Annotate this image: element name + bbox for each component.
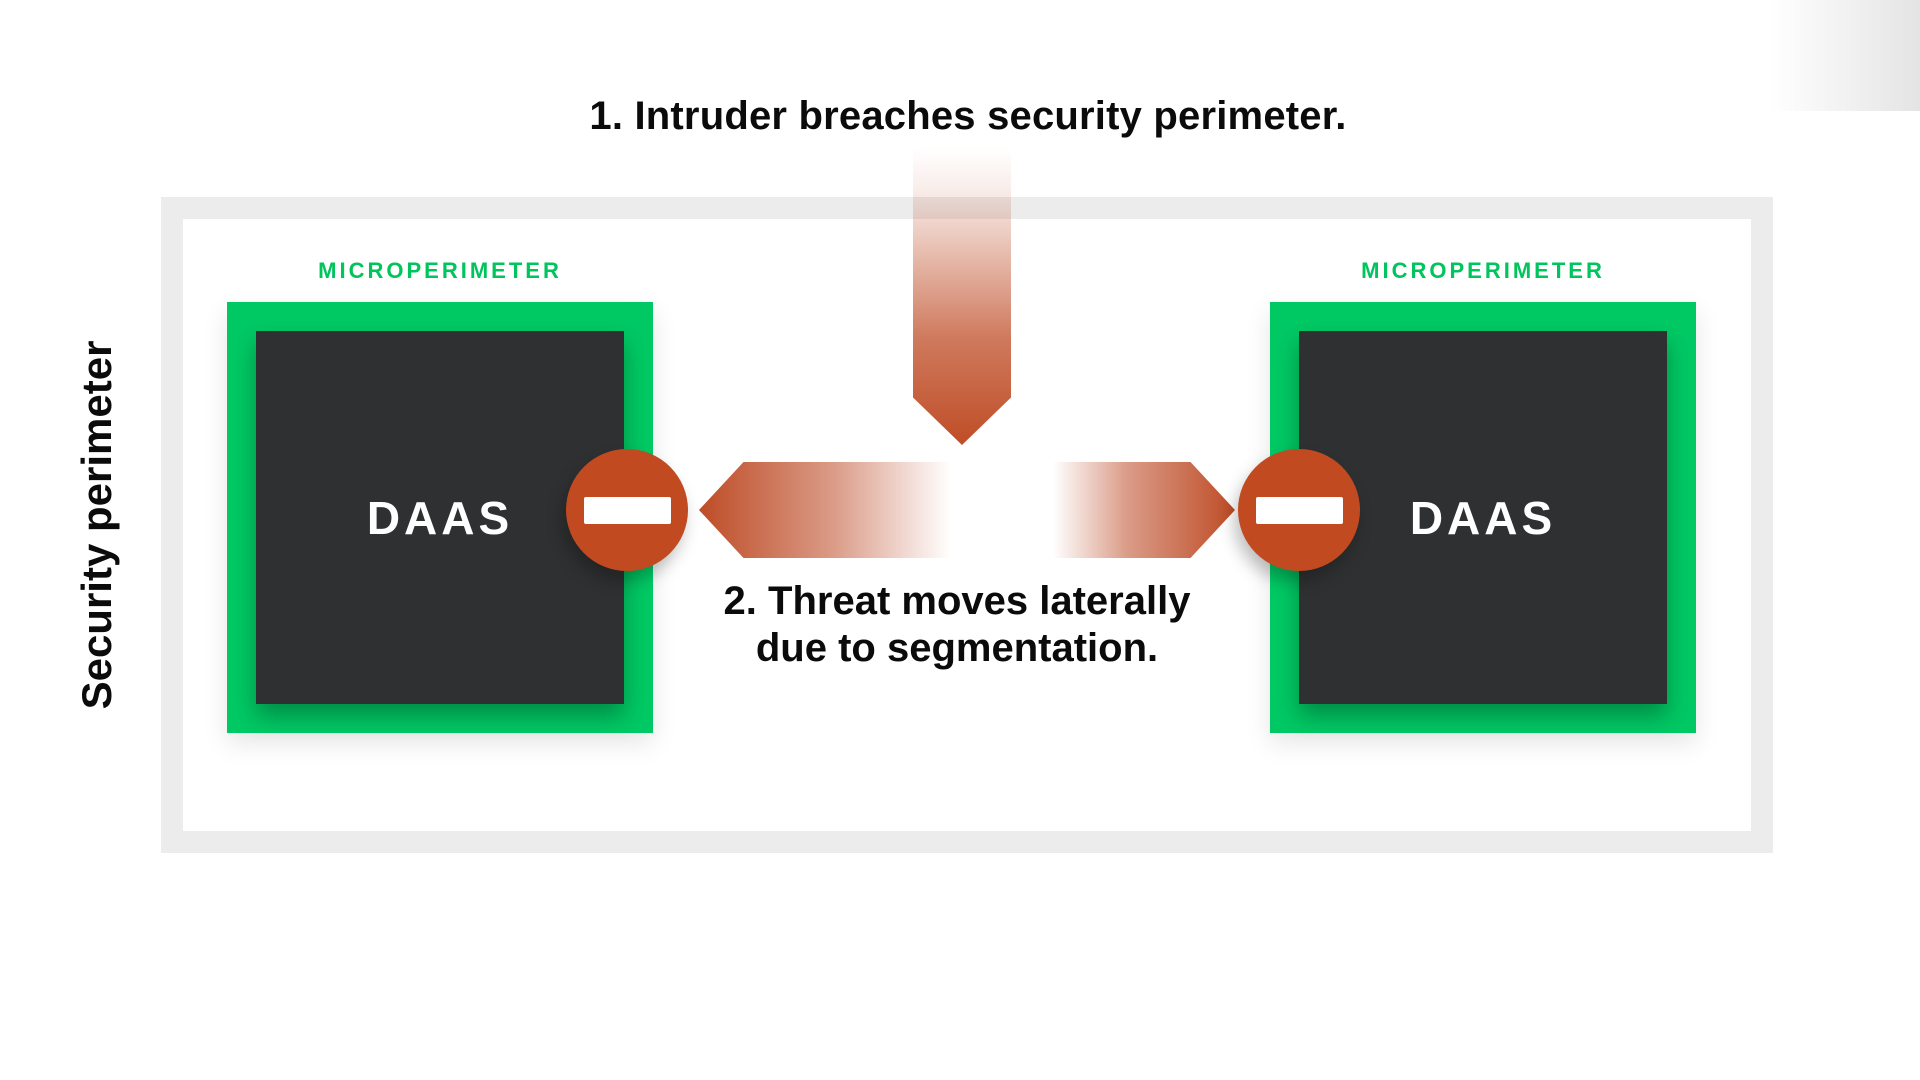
no-entry-icon: [566, 449, 688, 571]
daas-label-right: DAAS: [1409, 491, 1557, 544]
daas-asset-box-right: DAAS: [1299, 331, 1667, 704]
microperimeter-box-right: DAAS: [1270, 302, 1696, 733]
microperimeter-label-right: MICROPERIMETER: [1361, 258, 1605, 283]
corner-gradient-decoration: [1770, 0, 1920, 111]
no-entry-icon: [1238, 449, 1360, 571]
step2-caption: 2. Threat moves laterally due to segment…: [723, 579, 1191, 671]
step1-caption: 1. Intruder breaches security perimeter.: [589, 94, 1347, 138]
daas-label-left: DAAS: [366, 491, 514, 544]
double-headed-arrow-icon: [699, 462, 1235, 558]
microperimeter-label-left: MICROPERIMETER: [318, 258, 562, 283]
daas-asset-box-left: DAAS: [256, 331, 624, 704]
no-entry-bar: [1255, 496, 1343, 524]
security-perimeter-label: Security perimeter: [73, 340, 120, 710]
no-entry-bar: [583, 496, 671, 524]
down-arrow-icon: [913, 148, 1011, 445]
microperimeter-box-left: DAAS: [227, 302, 653, 733]
